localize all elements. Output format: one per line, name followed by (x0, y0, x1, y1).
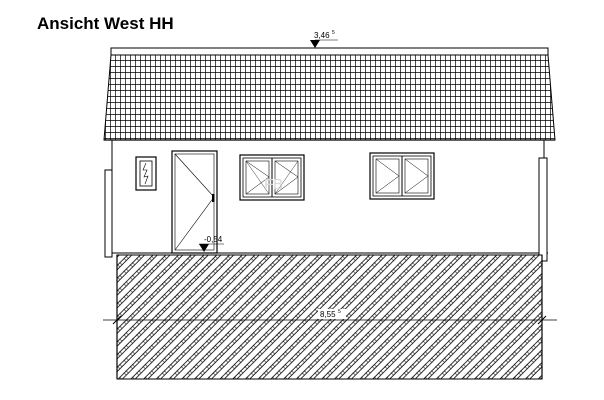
roof-tiles (103, 54, 556, 141)
roof-ridge (110, 47, 549, 56)
level-triangle-icon (310, 40, 320, 48)
width-dimension-value: 8,55 (320, 310, 336, 319)
width-dimension: 8,55 5 (103, 309, 557, 328)
drawing-title: Ansicht West HH (37, 14, 174, 33)
ridge-level-sup: 5 (332, 30, 335, 36)
width-dimension-sup: 5 (338, 309, 341, 315)
window-right (369, 152, 435, 200)
level-triangle-icon (199, 244, 209, 252)
window-left (239, 154, 305, 201)
left-side-wall (104, 169, 113, 258)
right-side-wall (538, 157, 548, 262)
ridge-level-value: 3,46 (314, 31, 330, 40)
ground-level-marker: -0,54 (199, 235, 224, 252)
door-handle (212, 194, 215, 202)
foundation-hatch (116, 254, 543, 380)
watermark: FB (264, 176, 283, 193)
door (171, 150, 218, 254)
ridge-level-marker: 3,46 5 (310, 30, 338, 48)
roof (103, 47, 556, 141)
ground-level-value: -0,54 (204, 235, 223, 244)
meter-box (135, 156, 157, 191)
